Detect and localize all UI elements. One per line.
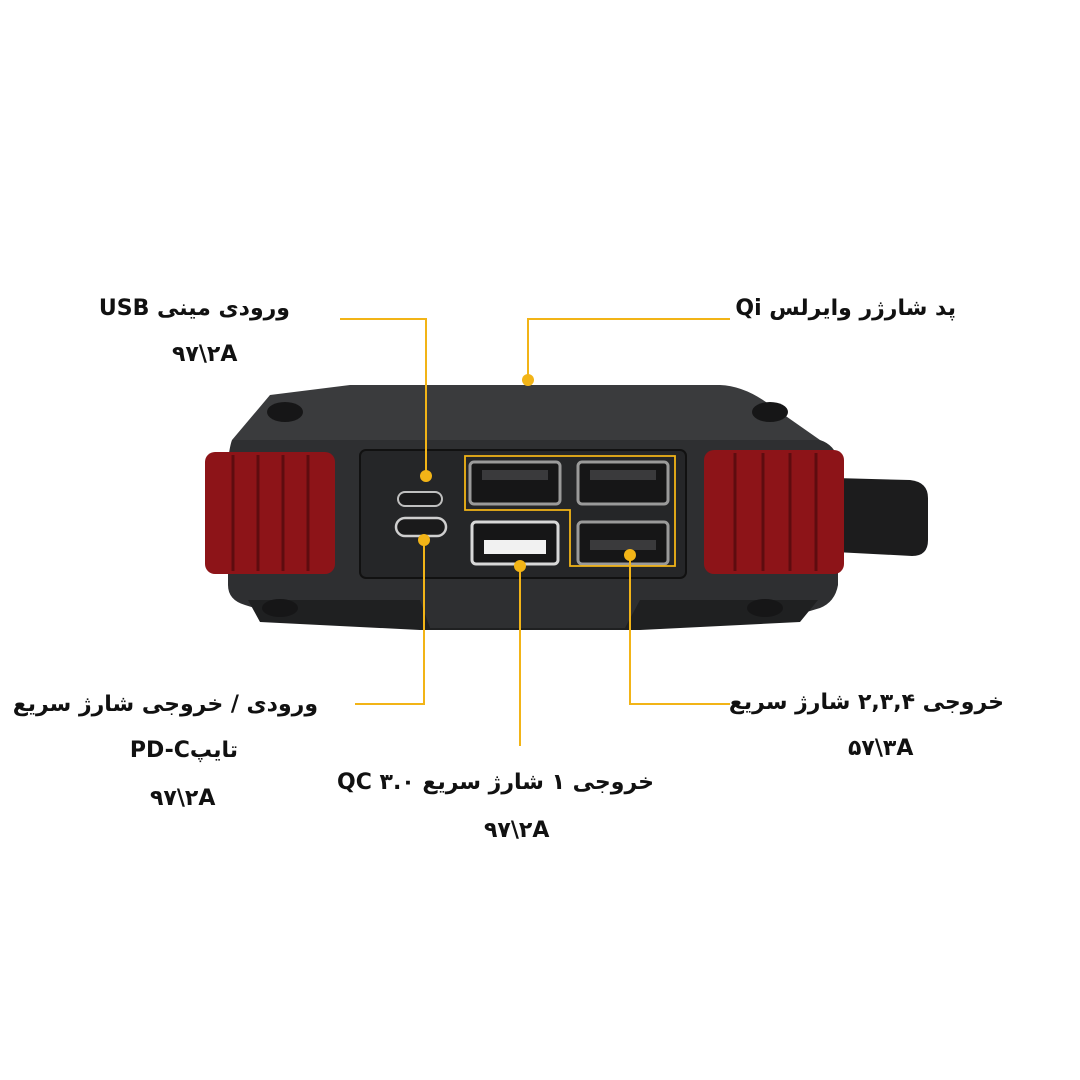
micro-usb-port bbox=[397, 491, 443, 507]
leader-line-outputs-234 bbox=[629, 555, 730, 705]
device-base bbox=[248, 600, 818, 630]
label-pd-c-title: ورودی / خروجی شارژ سریع bbox=[12, 692, 318, 717]
label-qc3-value: ۹۷\۲A bbox=[484, 818, 550, 843]
label-pd-c-line: تایپPD-C bbox=[129, 738, 238, 763]
dot-mini-usb bbox=[420, 470, 432, 482]
right-red-bumper bbox=[704, 450, 844, 574]
label-outputs-234-title: خروجی ۲,۳,۴ شارژ سریع bbox=[728, 690, 1004, 715]
usb-a-output-2 bbox=[468, 460, 562, 506]
label-outputs-234-value: ۵۷\۳A bbox=[848, 736, 914, 761]
corner-lanyard-holes bbox=[262, 402, 788, 617]
usb-a-output-4 bbox=[576, 520, 670, 566]
usb-a-qc-output-1 bbox=[470, 520, 560, 566]
leader-line-mini-usb bbox=[340, 318, 427, 476]
dot-qi-pad bbox=[522, 374, 534, 386]
label-pd-c-value: ۹۷\۲A bbox=[150, 786, 216, 811]
usb-c-port bbox=[394, 516, 448, 538]
leader-line-qi-pad bbox=[527, 318, 730, 380]
leader-lines bbox=[340, 318, 730, 746]
label-qi-pad-title: پد شارژر وایرلس Qi bbox=[735, 296, 956, 321]
corner-hole-bottom-left bbox=[262, 599, 298, 617]
dot-outputs-234 bbox=[624, 549, 636, 561]
leader-dots bbox=[418, 374, 636, 572]
corner-hole-top-left bbox=[267, 402, 303, 422]
corner-hole-bottom-right bbox=[747, 599, 783, 617]
label-mini-usb-value: ۹۷\۲A bbox=[172, 342, 238, 367]
dot-qc3 bbox=[514, 560, 526, 572]
corner-hole-top-right bbox=[752, 402, 788, 422]
label-qc3-title: خروجی ۱ شارژ سریع QC ۳.۰ bbox=[337, 770, 654, 795]
dot-pd-c bbox=[418, 534, 430, 546]
label-mini-usb-title: ورودی مینی USB bbox=[98, 296, 290, 321]
outputs-group-highlight bbox=[464, 455, 676, 567]
lanyard-strap bbox=[835, 478, 928, 556]
leader-line-pd-c bbox=[355, 540, 425, 705]
usb-a-output-3 bbox=[576, 460, 670, 506]
left-red-bumper bbox=[205, 452, 335, 574]
